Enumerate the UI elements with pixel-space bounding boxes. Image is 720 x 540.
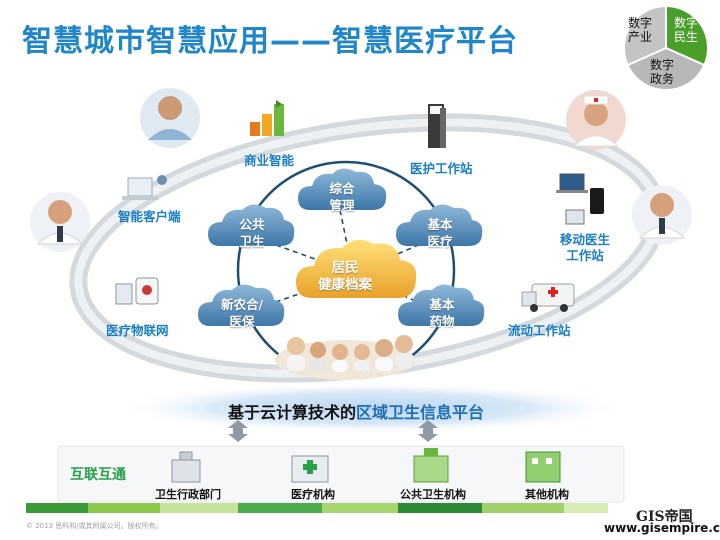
label-nurse-station: 医护工作站 xyxy=(410,161,473,176)
cloud-basic-medical: 基本医疗 xyxy=(427,217,453,249)
building-icon-hospital xyxy=(291,455,329,483)
platform-glow xyxy=(112,382,632,434)
cloud-resident-health-records: 居民健康档案 xyxy=(318,260,372,293)
label-other-institutions: 其他机构 xyxy=(525,488,569,501)
building-icon-public-health xyxy=(413,448,449,483)
pie-label-livelihood: 数字民生 xyxy=(673,16,698,44)
cloud-basic-drugs: 基本药物 xyxy=(429,297,455,329)
interconnect-title: 互联互通 xyxy=(70,467,126,483)
building-icon-admin xyxy=(171,451,201,483)
workstation-icon xyxy=(122,175,167,200)
page-title: 智慧城市智慧应用——智慧医疗平台 xyxy=(22,24,518,59)
connector-arrows xyxy=(228,420,438,442)
doctor-avatar-top-left xyxy=(140,88,200,148)
cloud-shapes xyxy=(198,168,485,326)
cloud-insurance: 新农合/医保 xyxy=(220,297,264,329)
label-medical-iot: 医疗物联网 xyxy=(106,323,169,338)
doctor-avatar-right xyxy=(632,185,692,245)
label-medical-institutions: 医疗机构 xyxy=(291,488,335,501)
server-icon xyxy=(428,104,446,148)
copyright-footer: © 2013 思科和/或其附属公司。版权所有。 xyxy=(26,522,163,530)
center-cloud xyxy=(296,239,417,298)
pie-label-government: 数字政务 xyxy=(649,58,674,86)
platform-title: 基于云计算技术的区域卫生信息平台 xyxy=(228,403,485,422)
pie-slice-industry xyxy=(623,4,667,67)
label-business-intelligence: 商业智能 xyxy=(244,153,295,168)
cloud-public-health: 公共卫生 xyxy=(239,217,265,249)
domain-pie xyxy=(623,4,709,92)
label-public-health-institutions: 公共卫生机构 xyxy=(400,488,466,501)
label-health-admin: 卫生行政部门 xyxy=(155,488,221,501)
cloud-integrated-management: 综合管理 xyxy=(329,181,355,213)
mobile-devices-icon xyxy=(556,173,604,225)
family-photo xyxy=(275,335,415,380)
building-icon-other xyxy=(525,451,561,483)
watermark-url: www.gisempire.com xyxy=(604,521,720,535)
pie-slice-livelihood xyxy=(665,4,709,67)
doctor-avatar-left xyxy=(30,192,90,252)
chart-icon-business-intelligence xyxy=(250,100,284,136)
label-smart-client: 智能客户端 xyxy=(118,209,181,224)
label-mobile-doctor-station: 移动医生工作站 xyxy=(560,232,611,263)
iot-devices-icon xyxy=(115,277,159,305)
pie-slice-government xyxy=(626,46,706,92)
label-mobile-workstation: 流动工作站 xyxy=(508,323,571,338)
ambulance-icon xyxy=(521,283,575,312)
nurse-avatar xyxy=(566,90,626,150)
bottom-color-strip xyxy=(26,503,608,513)
watermark-logo: GIS帝国 xyxy=(636,509,693,525)
pie-label-industry: 数字产业 xyxy=(627,16,652,44)
